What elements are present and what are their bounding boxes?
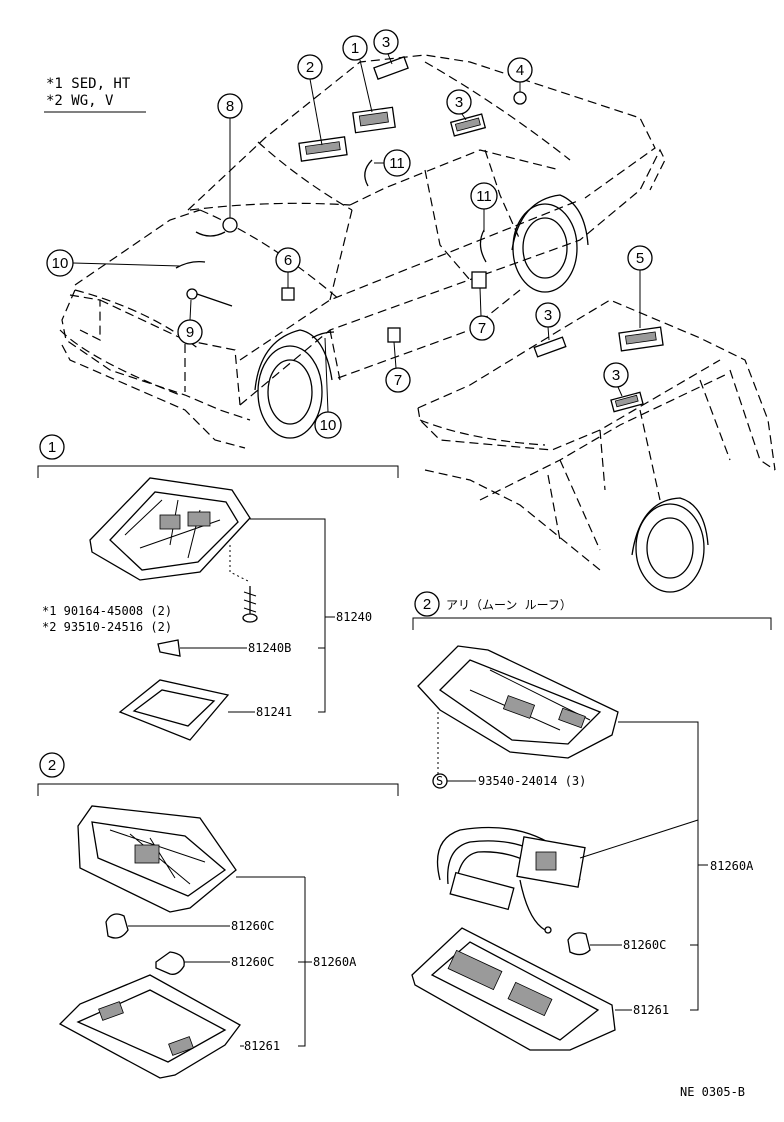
svg-text:1: 1 <box>351 40 359 57</box>
callout-7-rear <box>469 315 495 341</box>
svg-text:10: 10 <box>320 417 337 434</box>
sedan-interior-parts <box>175 56 527 343</box>
part-81260A-right: 81260A <box>710 859 754 873</box>
callout-3-roof <box>373 29 399 55</box>
part-81241: 81241 <box>256 705 292 719</box>
svg-text:7: 7 <box>394 372 402 389</box>
diagram-code: NE 0305-B <box>680 1085 745 1099</box>
svg-text:1: 1 <box>48 439 56 456</box>
part-81261-right: 81261 <box>633 1003 669 1017</box>
svg-text:3: 3 <box>612 367 620 384</box>
svg-text:10: 10 <box>52 255 69 272</box>
model-notes: *1 SED, HT *2 WG, V <box>44 76 146 113</box>
screw-93540: 93540-24014 (3) <box>478 774 586 788</box>
section-1-dome-lamp: 1 *1 90164-45008 (2) *2 93510-24516 (2) … <box>37 434 399 741</box>
svg-text:2: 2 <box>306 59 314 76</box>
screw-part-wg: *2 93510-24516 (2) <box>42 620 172 634</box>
svg-text:S: S <box>436 774 443 788</box>
svg-text:4: 4 <box>516 62 524 79</box>
svg-text:11: 11 <box>389 155 405 172</box>
svg-text:3: 3 <box>544 307 552 324</box>
section-2-personal-lamp: 2 81260C 81260C 81261 81260A <box>37 752 399 1079</box>
callout-3-rear <box>446 89 472 115</box>
callout-3-wagon-rear <box>603 362 629 388</box>
svg-text:8: 8 <box>226 98 234 115</box>
moonroof-title: アリ（ムーン ルーフ） <box>446 598 572 612</box>
part-81260C-a: 81260C <box>231 919 274 933</box>
svg-text:11: 11 <box>476 188 492 205</box>
part-81240: 81240 <box>336 610 372 624</box>
screw-part-sed: *1 90164-45008 (2) <box>42 604 172 618</box>
svg-text:7: 7 <box>478 320 486 337</box>
svg-text:5: 5 <box>636 250 644 267</box>
svg-text:3: 3 <box>455 94 463 111</box>
note-wg-v: *2 WG, V <box>46 93 114 109</box>
vehicle-callouts: 2 1 3 4 3 11 8 10 6 9 <box>46 29 653 439</box>
callout-1-roof <box>342 35 368 61</box>
section-2-moonroof-lamp: 2 アリ（ムーン ルーフ） S 93540-24014 (3) 81260C <box>411 591 772 1051</box>
part-81260C-b: 81260C <box>231 955 274 969</box>
callout-7-front <box>385 367 411 393</box>
svg-text:9: 9 <box>186 324 194 341</box>
part-81240B: 81240B <box>248 641 291 655</box>
svg-text:3: 3 <box>382 34 390 51</box>
section-2-number-right <box>414 591 440 617</box>
svg-text:2: 2 <box>423 596 431 613</box>
section-1-number <box>39 434 65 460</box>
part-81260A-left: 81260A <box>313 955 357 969</box>
svg-text:6: 6 <box>284 252 292 269</box>
note-sed-ht: *1 SED, HT <box>46 76 131 92</box>
part-81261-left: 81261 <box>244 1039 280 1053</box>
sedan-illustration <box>59 54 666 449</box>
section-2-number-left <box>39 752 65 778</box>
part-81260C-right: 81260C <box>623 938 666 952</box>
svg-text:2: 2 <box>48 757 56 774</box>
wagon-illustration <box>417 299 776 593</box>
